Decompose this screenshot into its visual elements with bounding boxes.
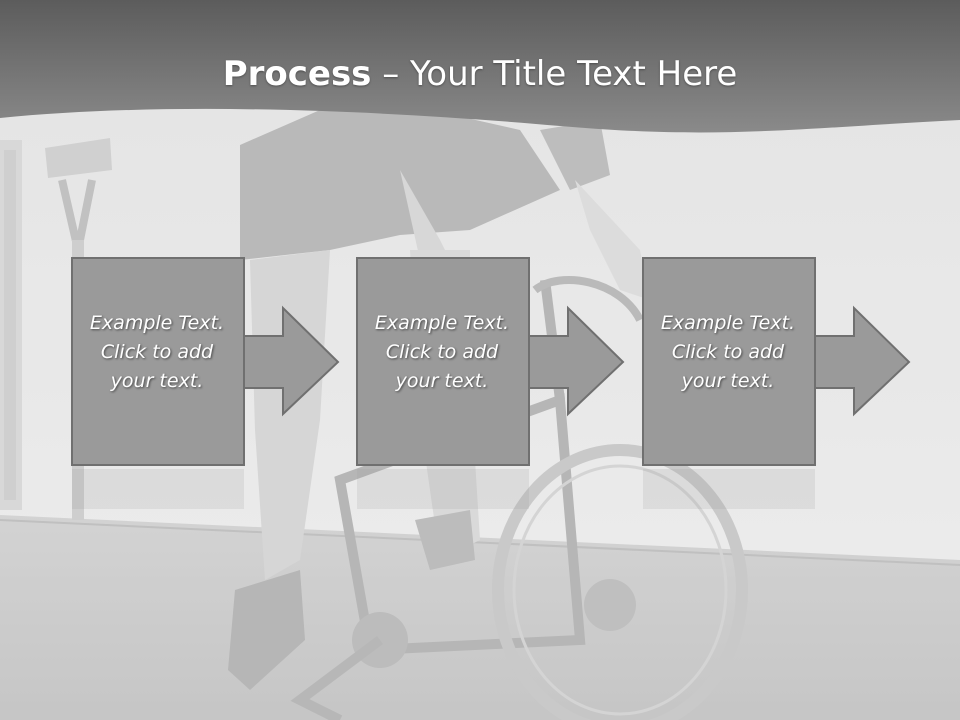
step-text-line: your text. <box>681 370 775 392</box>
step-box <box>642 257 816 466</box>
step-text-line: Example Text. <box>660 312 796 334</box>
step-text-line: your text. <box>110 370 204 392</box>
step-box <box>356 257 530 466</box>
step-text-line: Example Text. <box>374 312 510 334</box>
step-text[interactable]: Example Text. Click to add your text. <box>356 309 528 396</box>
title-rest-part: – Your Title Text Here <box>371 54 738 94</box>
process-step-shape <box>642 257 911 509</box>
process-step-shape <box>71 257 340 509</box>
step-text[interactable]: Example Text. Click to add your text. <box>71 309 243 396</box>
step-arrow <box>801 305 911 417</box>
step-text-line: Click to add <box>385 341 499 363</box>
step-text-line: Click to add <box>671 341 785 363</box>
step-arrow <box>230 305 340 417</box>
step-reflection <box>643 469 815 509</box>
step-reflection <box>357 469 529 509</box>
process-step-shape <box>356 257 625 509</box>
slide-title[interactable]: Process – Your Title Text Here <box>0 52 960 96</box>
process-step-1[interactable]: Example Text. Click to add your text. <box>71 257 371 509</box>
step-text-line: Click to add <box>100 341 214 363</box>
step-reflection <box>72 469 244 509</box>
step-text-line: your text. <box>395 370 489 392</box>
step-text-line: Example Text. <box>89 312 225 334</box>
step-text[interactable]: Example Text. Click to add your text. <box>642 309 814 396</box>
title-bold-part: Process <box>222 54 372 94</box>
process-step-2[interactable]: Example Text. Click to add your text. <box>356 257 656 509</box>
step-arrow <box>515 305 625 417</box>
step-box <box>71 257 245 466</box>
process-step-3[interactable]: Example Text. Click to add your text. <box>642 257 942 509</box>
